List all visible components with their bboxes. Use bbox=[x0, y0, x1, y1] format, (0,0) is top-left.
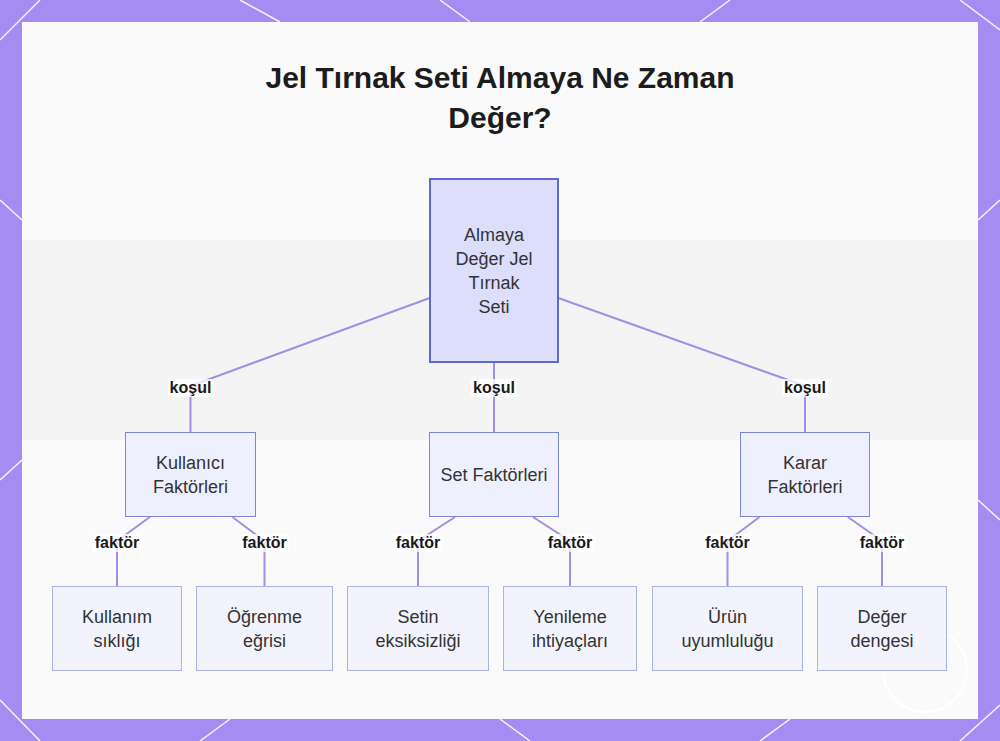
node-text: Setin eksiksizliği bbox=[348, 605, 488, 653]
factor-box: Setin eksiksizliği bbox=[347, 586, 489, 671]
factor-box: Öğrenme eğrisi bbox=[196, 586, 333, 671]
factor-box: Değer dengesi bbox=[817, 586, 947, 671]
edge-label: faktör bbox=[240, 534, 288, 552]
edge-label: faktör bbox=[546, 534, 594, 552]
card-panel bbox=[22, 22, 978, 719]
factor-box: Yenileme ihtiyaçları bbox=[503, 586, 637, 671]
edge-label: koşul bbox=[782, 379, 828, 397]
edge-label: faktör bbox=[394, 534, 442, 552]
connector-line bbox=[191, 298, 430, 432]
node-text: Kullanım sıklığı bbox=[53, 605, 181, 653]
edge-label: faktör bbox=[858, 534, 906, 552]
category-box: Set Faktörleri bbox=[429, 432, 559, 517]
edge-label: faktör bbox=[703, 534, 751, 552]
factor-box: Kullanım sıklığı bbox=[52, 586, 182, 671]
edge-label: koşul bbox=[471, 379, 517, 397]
connector-line bbox=[559, 298, 805, 432]
category-box: Karar Faktörleri bbox=[740, 432, 870, 517]
node-text: Yenileme ihtiyaçları bbox=[504, 605, 636, 653]
root-box: Almaya Değer Jel Tırnak Seti bbox=[429, 178, 559, 363]
diagram-title: Jel Tırnak Seti Almaya Ne Zaman Değer? bbox=[240, 58, 760, 138]
node-text: Karar Faktörleri bbox=[741, 451, 869, 499]
node-text: Öğrenme eğrisi bbox=[197, 605, 332, 653]
edge-label: faktör bbox=[93, 534, 141, 552]
connector-line bbox=[493, 363, 495, 432]
node-text: Değer dengesi bbox=[818, 605, 946, 653]
node-text: Set Faktörleri bbox=[430, 463, 557, 487]
edge-label: koşul bbox=[168, 379, 214, 397]
node-text: Almaya Değer Jel Tırnak Seti bbox=[431, 223, 557, 319]
category-box: Kullanıcı Faktörleri bbox=[125, 432, 256, 517]
node-text: Kullanıcı Faktörleri bbox=[126, 451, 255, 499]
node-text: Ürün uyumluluğu bbox=[653, 605, 802, 653]
factor-box: Ürün uyumluluğu bbox=[652, 586, 803, 671]
